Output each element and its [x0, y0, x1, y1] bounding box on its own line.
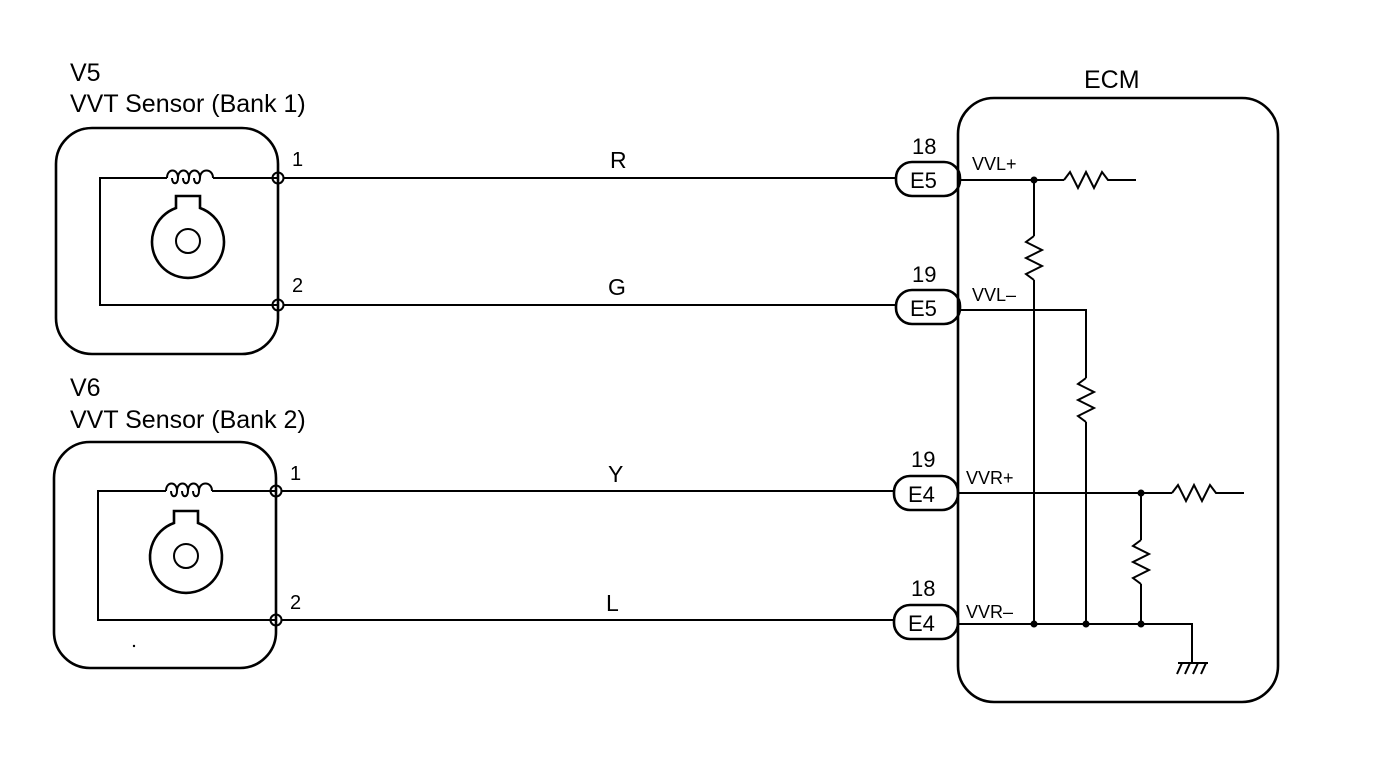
- ecm-node-3: [1137, 620, 1145, 628]
- connector-e5-19: [894, 288, 962, 326]
- sensor-v5: V5 VVT Sensor (Bank 1) 1 2: [54, 59, 306, 356]
- signal-vvl-minus: VVL–: [972, 285, 1016, 305]
- ecm-node-2: [1082, 620, 1090, 628]
- resistor-icon: [1063, 169, 1136, 191]
- sensor-v5-pin-2-label: 2: [292, 275, 303, 297]
- ecm-vvr-minus-trace: [958, 623, 1193, 662]
- connector-e4-18-cavity: 18: [911, 576, 935, 601]
- sensor-v6-terminal-2: [269, 613, 283, 627]
- sensor-v5-internal-wire: [99, 177, 278, 306]
- resistor-icon: [1171, 482, 1244, 504]
- connector-e5-19-cavity: 19: [912, 262, 936, 287]
- sensor-v6-internal-wire: [97, 490, 276, 621]
- sensor-v5-terminal-1: [271, 171, 285, 185]
- connector-e5-18-cavity: 18: [912, 134, 936, 159]
- signal-vvr-plus: VVR+: [966, 468, 1014, 488]
- sensor-v6-housing: [52, 440, 278, 670]
- sensor-v5-terminal-2: [271, 298, 285, 312]
- sensor-v6: V6 VVT Sensor (Bank 2) 1 2: [52, 374, 306, 670]
- wire-g-color: G: [608, 274, 626, 300]
- ecm-housing: [956, 96, 1280, 704]
- sensor-v6-terminal-1: [269, 484, 283, 498]
- signal-vvl-plus: VVL+: [972, 154, 1017, 174]
- wiring-harness: R G Y L: [282, 147, 896, 621]
- stray-dot: [132, 644, 136, 648]
- connector-e4-19-label: E4: [908, 482, 935, 507]
- ecm: ECM VVL+ VVL– VVR+ VVR–: [956, 66, 1280, 704]
- ecm-vvl-minus-trace: [960, 309, 1087, 378]
- resistor-icon: [1130, 539, 1152, 585]
- sensor-v5-code: V5: [70, 59, 101, 87]
- sensor-v5-housing: [54, 126, 280, 356]
- ecm-label: ECM: [1084, 66, 1140, 94]
- ground-icon: [1176, 662, 1208, 675]
- sensor-rotor-icon: [148, 509, 224, 595]
- coil-icon: [165, 482, 213, 498]
- connector-e5-18-label: E5: [910, 168, 937, 193]
- sensor-v6-pin-2-label: 2: [290, 592, 301, 614]
- resistor-icon: [1023, 235, 1045, 281]
- coil-icon: [166, 169, 214, 185]
- connector-e4-19-cavity: 19: [911, 447, 935, 472]
- resistor-icon: [1075, 377, 1097, 423]
- ecm-node-1: [1030, 620, 1038, 628]
- signal-vvr-minus: VVR–: [966, 602, 1013, 622]
- sensor-v6-name: VVT Sensor (Bank 2): [70, 406, 306, 434]
- sensor-v5-name: VVT Sensor (Bank 1): [70, 90, 306, 118]
- wire-l-color: L: [606, 590, 619, 616]
- connector-e5-19-label: E5: [910, 296, 937, 321]
- sensor-v6-code: V6: [70, 374, 101, 402]
- sensor-rotor-icon: [150, 194, 226, 280]
- wire-r-color: R: [610, 147, 627, 173]
- sensor-v5-pin-1-label: 1: [292, 149, 303, 171]
- connectors: E5 18 E5 19 E4 19 E4 18: [892, 134, 962, 641]
- connector-e4-18-label: E4: [908, 611, 935, 636]
- wire-y-color: Y: [608, 461, 623, 487]
- sensor-v6-pin-1-label: 1: [290, 463, 301, 485]
